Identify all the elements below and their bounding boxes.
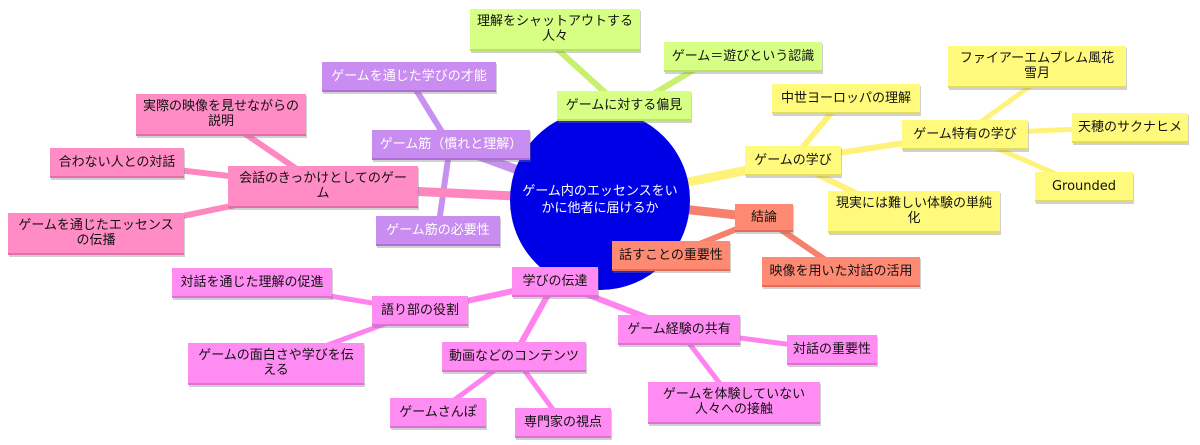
node-unique-fire-emblem[interactable]: ファイアーエムブレム風花雪月 xyxy=(948,46,1126,88)
node-unique-fire-emblem-label: ファイアーエムブレム風花雪月 xyxy=(959,51,1115,81)
node-content-game-sanpo-label: ゲームさんぽ xyxy=(399,404,477,420)
node-muscle-necessity[interactable]: ゲーム筋の必要性 xyxy=(376,216,500,246)
node-transmission[interactable]: 学びの伝達 xyxy=(512,267,598,297)
node-content-game-sanpo[interactable]: ゲームさんぽ xyxy=(390,398,486,428)
node-bias[interactable]: ゲームに対する偏見 xyxy=(557,91,691,121)
node-content-expert-label: 専門家の視点 xyxy=(523,414,602,430)
node-learning[interactable]: ゲームの学び xyxy=(745,146,841,176)
node-storyteller-dialogue-label: 対話を通じた理解の促進 xyxy=(180,274,324,290)
node-storyteller-convey-label: ゲームの面白さや学びを伝える xyxy=(198,348,354,378)
node-bias-play-perception-label: ゲーム＝遊びという認識 xyxy=(671,48,815,64)
central-topic-label: ゲーム内のエッセンスをいかに他者に届けるか xyxy=(522,184,678,216)
node-muscle-necessity-label: ゲーム筋の必要性 xyxy=(386,222,490,238)
node-muscle-talent-label: ゲームを通じた学びの才能 xyxy=(331,68,487,84)
node-conclusion-video-dialogue-label: 映像を用いた対話の活用 xyxy=(769,263,913,279)
node-storyteller-dialogue[interactable]: 対話を通じた理解の促進 xyxy=(172,268,332,298)
node-conclusion[interactable]: 結論 xyxy=(735,204,793,232)
node-learning-medieval[interactable]: 中世ヨーロッパの理解 xyxy=(772,84,920,114)
node-bias-label: ゲームに対する偏見 xyxy=(565,97,683,113)
node-bias-play-perception[interactable]: ゲーム＝遊びという認識 xyxy=(664,42,822,72)
node-storyteller[interactable]: 語り部の役割 xyxy=(372,296,468,326)
node-conversation-propagation[interactable]: ゲームを通じたエッセンスの伝播 xyxy=(8,213,184,255)
node-transmission-label: 学びの伝達 xyxy=(522,273,588,289)
node-conclusion-talking-label: 話すことの重要性 xyxy=(619,247,723,263)
node-conclusion-video-dialogue[interactable]: 映像を用いた対話の活用 xyxy=(762,257,920,287)
node-content-expert[interactable]: 専門家の視点 xyxy=(515,408,611,438)
node-storyteller-convey[interactable]: ゲームの面白さや学びを伝える xyxy=(188,343,364,385)
node-unique-grounded-label: Grounded xyxy=(1051,178,1117,194)
node-game-muscle[interactable]: ゲーム筋（慣れと理解） xyxy=(372,130,530,160)
node-conversation-propagation-label: ゲームを通じたエッセンスの伝播 xyxy=(18,218,174,248)
node-sharing-contact-label: ゲームを体験していない人々への接触 xyxy=(662,387,806,417)
node-game-muscle-label: ゲーム筋（慣れと理解） xyxy=(379,136,523,152)
node-learning-simplification-label: 現実には難しい体験の単純化 xyxy=(835,196,992,226)
node-unique-sakuna-label: 天穂のサクナヒメ xyxy=(1078,119,1183,135)
node-unique-sakuna[interactable]: 天穂のサクナヒメ xyxy=(1072,113,1188,143)
node-conclusion-talking[interactable]: 話すことの重要性 xyxy=(612,241,730,271)
node-learning-label: ゲームの学び xyxy=(754,152,832,168)
node-bias-shutout[interactable]: 理解をシャットアウトする人々 xyxy=(470,9,640,51)
node-conversation[interactable]: 会話のきっかけとしてのゲーム xyxy=(228,166,418,208)
node-sharing[interactable]: ゲーム経験の共有 xyxy=(618,315,740,345)
node-unique-grounded[interactable]: Grounded xyxy=(1035,172,1133,202)
node-conversation-incompatible[interactable]: 合わない人との対話 xyxy=(50,148,184,178)
node-conversation-label: 会話のきっかけとしてのゲーム xyxy=(239,171,407,201)
node-learning-unique-label: ゲーム特有の学び xyxy=(913,126,1017,142)
node-conversation-video-explain-label: 実際の映像を見せながらの説明 xyxy=(142,99,299,129)
node-sharing-contact[interactable]: ゲームを体験していない人々への接触 xyxy=(648,382,820,424)
node-content-label: 動画などのコンテンツ xyxy=(448,348,579,364)
node-learning-medieval-label: 中世ヨーロッパの理解 xyxy=(780,90,911,106)
node-learning-simplification[interactable]: 現実には難しい体験の単純化 xyxy=(828,191,1000,233)
node-conclusion-label: 結論 xyxy=(750,209,777,225)
node-bias-shutout-label: 理解をシャットアウトする人々 xyxy=(476,14,633,44)
node-sharing-dialogue-label: 対話の重要性 xyxy=(793,341,872,357)
node-storyteller-label: 語り部の役割 xyxy=(380,302,459,318)
node-sharing-dialogue[interactable]: 対話の重要性 xyxy=(787,335,877,365)
node-muscle-talent[interactable]: ゲームを通じた学びの才能 xyxy=(322,62,496,92)
node-content[interactable]: 動画などのコンテンツ xyxy=(442,342,586,372)
node-learning-unique[interactable]: ゲーム特有の学び xyxy=(902,120,1028,150)
node-conversation-video-explain[interactable]: 実際の映像を見せながらの説明 xyxy=(136,94,306,136)
node-conversation-incompatible-label: 合わない人との対話 xyxy=(58,154,176,170)
node-sharing-label: ゲーム経験の共有 xyxy=(627,321,731,337)
